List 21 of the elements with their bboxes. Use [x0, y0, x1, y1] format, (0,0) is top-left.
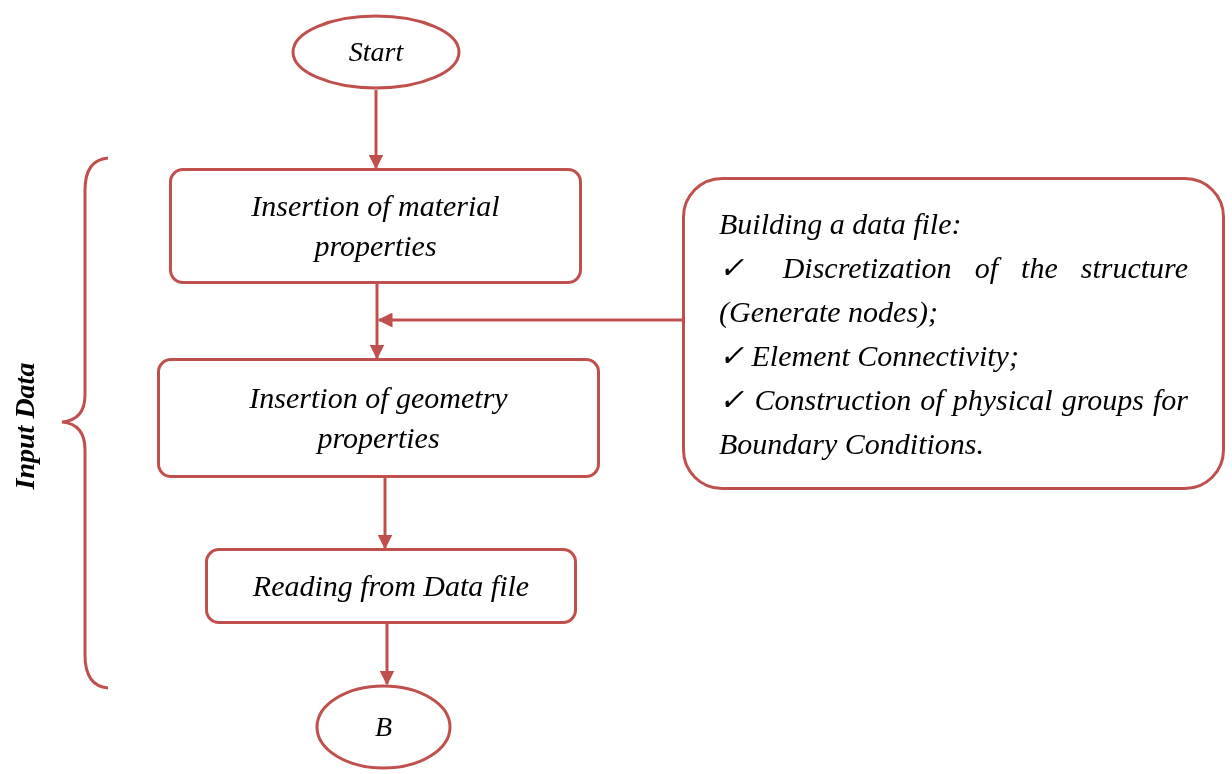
node-text: Insertion of geometry properties — [248, 380, 509, 456]
process-box — [682, 177, 1225, 490]
terminal-ellipse — [315, 684, 452, 770]
arrow — [377, 312, 682, 328]
node-text: Building a data file: — [719, 205, 963, 242]
terminal-ellipse — [291, 14, 461, 90]
arrow — [377, 478, 393, 550]
arrow — [369, 284, 385, 360]
node-text: Start — [348, 35, 404, 69]
process-box — [169, 168, 582, 284]
process-box — [205, 548, 577, 624]
arrow — [368, 90, 384, 170]
node-text: B — [374, 710, 393, 744]
node-text: Reading from Data file — [252, 568, 530, 604]
group-label: Input Data — [8, 361, 41, 491]
node-text: ✓ Construction of physical groups for Boundary Conditions. — [719, 381, 1188, 462]
node-text: Insertion of material properties — [250, 188, 501, 264]
node-text: ✓ Element Connectivity; — [719, 337, 1020, 374]
process-box — [157, 358, 600, 478]
node-text: ✓ Discretization of the structure (Generate nodes); — [719, 249, 1188, 330]
arrow — [379, 624, 395, 686]
